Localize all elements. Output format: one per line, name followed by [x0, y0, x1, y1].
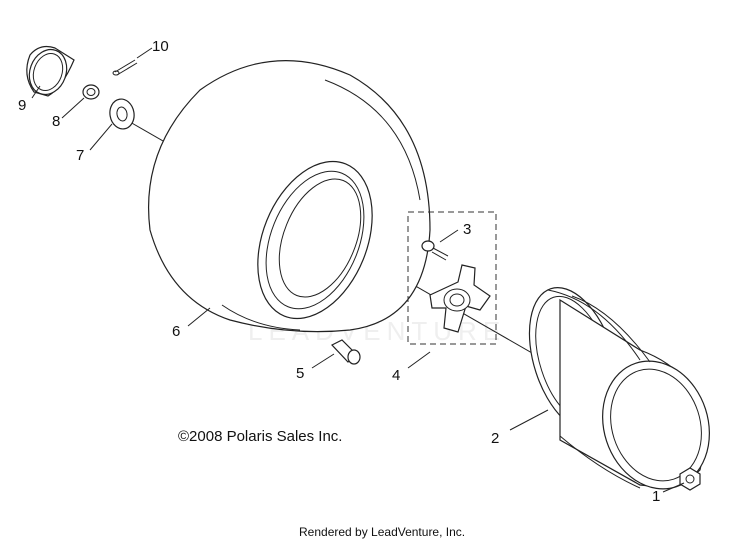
callout-5: 5 [296, 365, 304, 382]
copyright-text: ©2008 Polaris Sales Inc. [178, 428, 342, 445]
part-washer [109, 98, 135, 130]
part-cotter-pin [112, 59, 138, 76]
part-tire [147, 60, 431, 333]
part-stud [421, 240, 449, 261]
part-hub [429, 264, 491, 333]
footer-rendered-by: Rendered by LeadVenture, Inc. [299, 525, 465, 539]
leader-lines [31, 47, 685, 493]
callout-2: 2 [491, 430, 499, 447]
part-cap [26, 45, 75, 97]
part-nut-small [82, 84, 100, 100]
part-lug-nut [679, 467, 701, 491]
callout-9: 9 [18, 97, 26, 114]
callout-6: 6 [172, 323, 180, 340]
callout-4: 4 [392, 367, 400, 384]
part-rim [528, 287, 710, 490]
callout-1: 1 [652, 488, 660, 505]
callout-3: 3 [463, 221, 471, 238]
callout-7: 7 [76, 147, 84, 164]
callout-10: 10 [152, 38, 169, 55]
callout-8: 8 [52, 113, 60, 130]
part-valve-stem [331, 339, 361, 365]
hub-group-box [407, 211, 497, 345]
